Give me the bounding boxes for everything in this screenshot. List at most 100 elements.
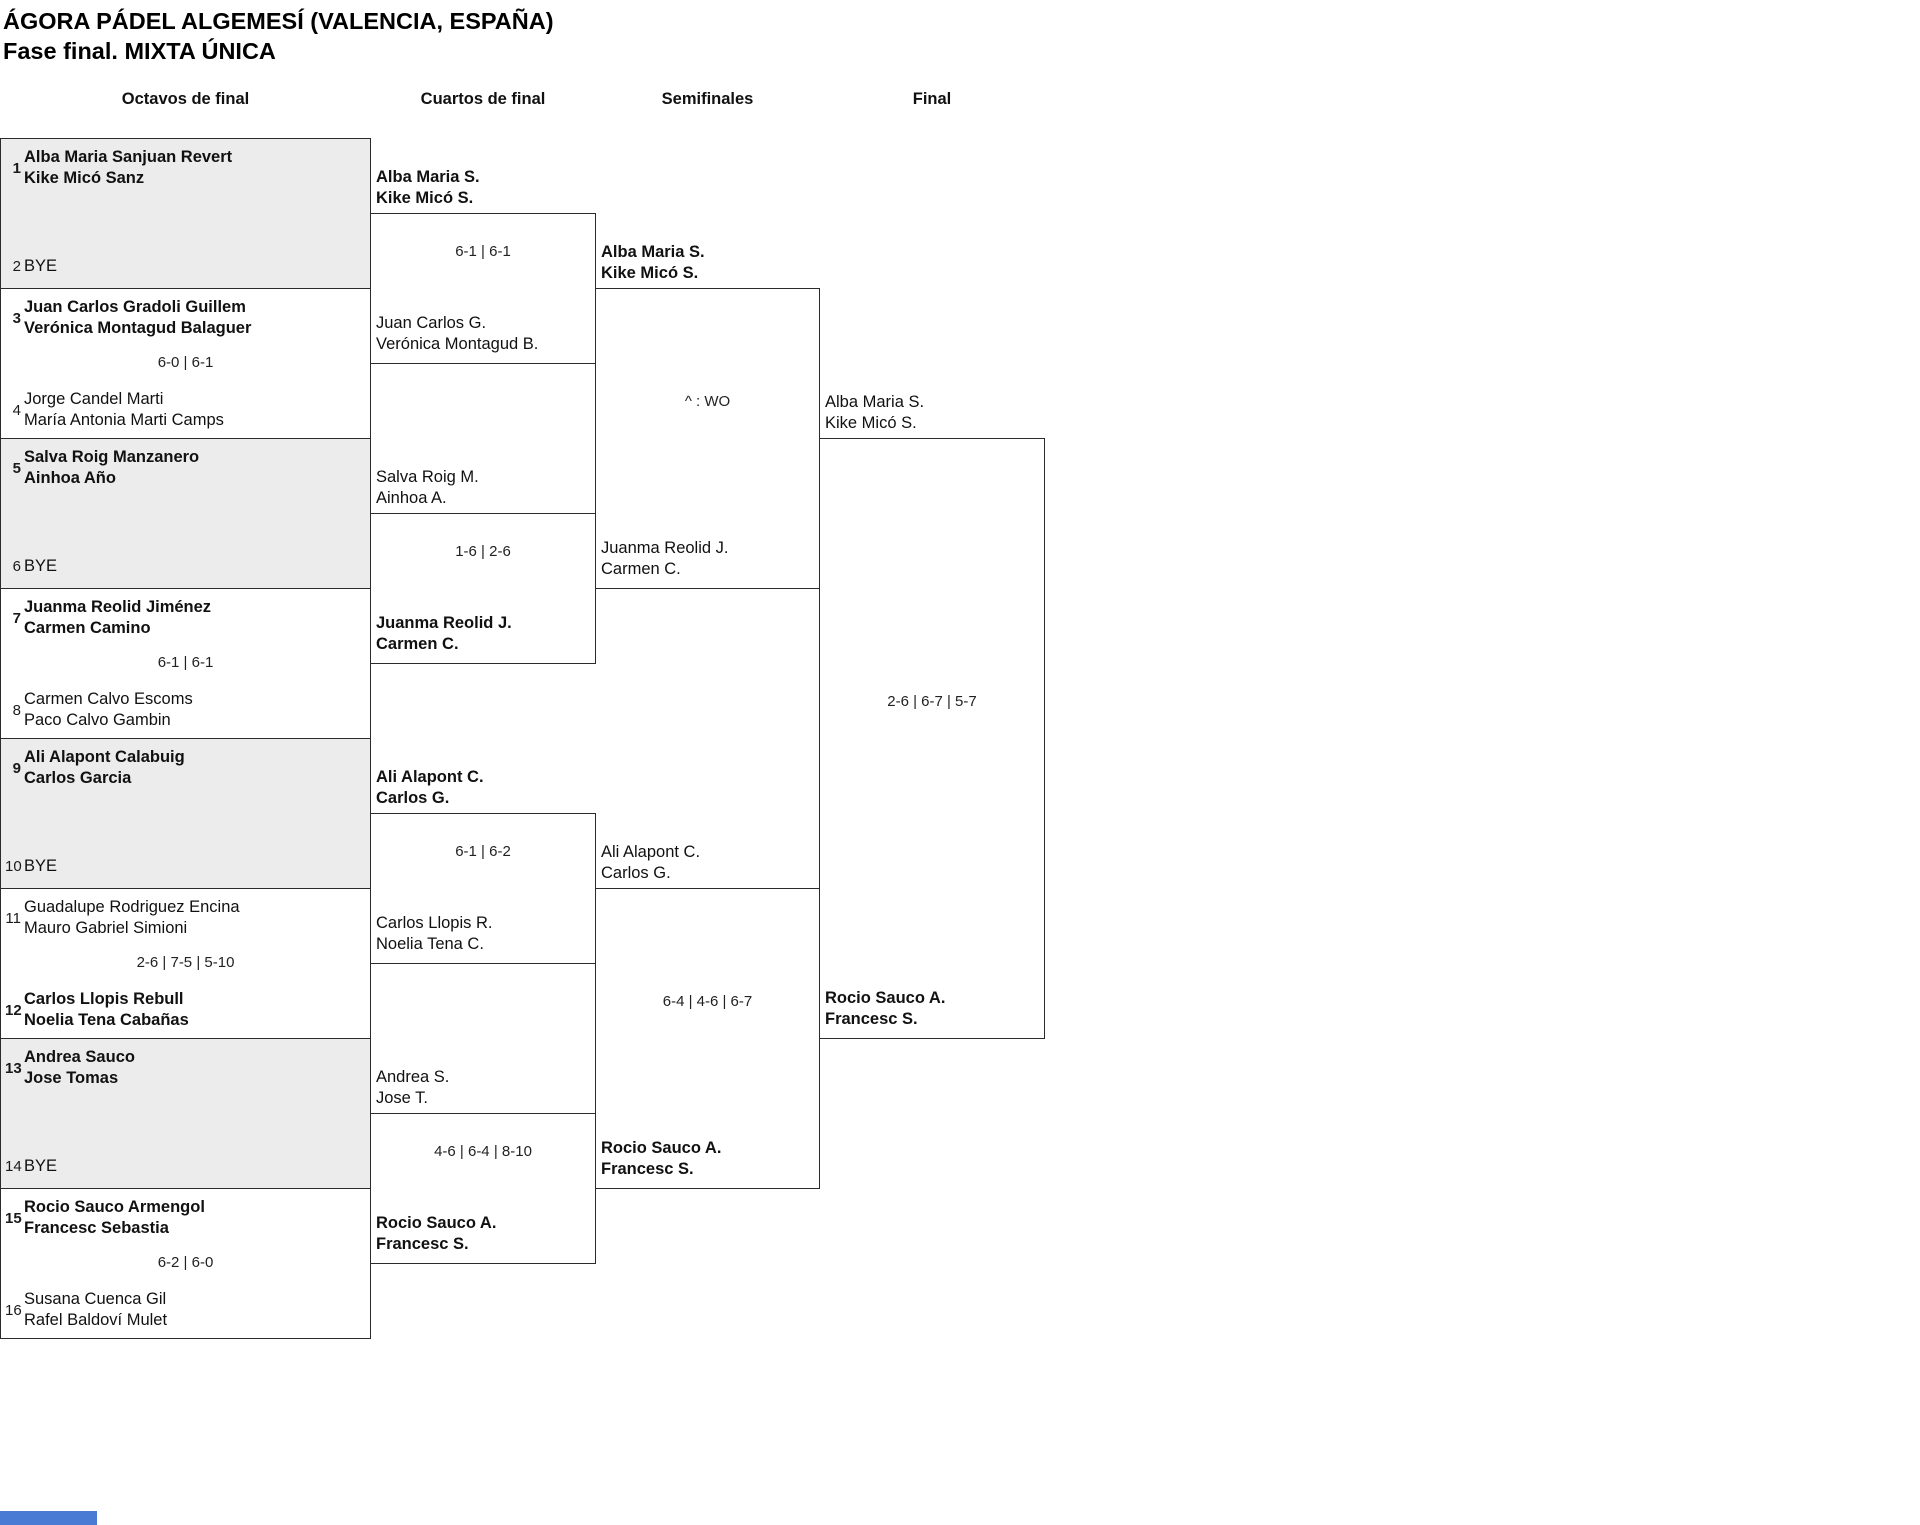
match-score: 1-6 | 2-6 — [455, 543, 511, 560]
advancing-team-label: Alba Maria S. Kike Micó S. — [601, 242, 705, 284]
seed-number: 8 — [12, 701, 21, 719]
team-name: Carlos Llopis Rebull — [24, 990, 184, 1008]
advancing-team-label: Ali Alapont C. Carlos G. — [376, 767, 484, 809]
team-name: Carlos Garcia — [24, 769, 132, 787]
match-score: 6-4 | 4-6 | 6-7 — [662, 993, 753, 1010]
team-name: Ainhoa A. — [376, 489, 447, 507]
team-name: Alba Maria S. — [376, 168, 480, 186]
team-name: Juan Carlos Gradoli Guillem — [24, 298, 246, 316]
bracket-entry: 6 BYE — [1, 556, 57, 577]
team-name: Carlos Llopis R. — [376, 914, 493, 932]
seed-number: 10 — [5, 858, 22, 875]
team-name: Juan Carlos G. — [376, 314, 487, 332]
bracket-entry: 2 BYE — [1, 256, 57, 277]
team-name: Verónica Montagud B. — [376, 335, 539, 353]
advancing-team-label: Rocio Sauco A. Francesc S. — [376, 1213, 496, 1255]
team-name: Alba Maria S. — [601, 243, 705, 261]
advancing-team-label: Carlos Llopis R. Noelia Tena C. — [376, 913, 492, 955]
team-name: Ali Alapont Calabuig — [24, 748, 185, 766]
team-name: Verónica Montagud Balaguer — [24, 319, 252, 337]
team-name: Ali Alapont C. — [376, 768, 484, 786]
tournament-name: ÁGORA PÁDEL ALGEMESÍ (VALENCIA, ESPAÑA) — [3, 8, 554, 34]
bracket-entry: 14 BYE — [1, 1156, 57, 1177]
bye-label: BYE — [24, 1157, 58, 1175]
team-name: Ali Alapont C. — [601, 843, 701, 861]
phase-category: Fase final. MIXTA ÚNICA — [3, 37, 276, 64]
team-name: Francesc S. — [376, 1235, 469, 1253]
team-name: Noelia Tena C. — [376, 935, 484, 953]
page-title: ÁGORA PÁDEL ALGEMESÍ (VALENCIA, ESPAÑA) … — [3, 7, 554, 66]
match-score: 2-6 | 6-7 | 5-7 — [887, 693, 977, 710]
team-name: María Antonia Marti Camps — [24, 411, 224, 429]
team-name: Carmen C. — [376, 635, 459, 653]
seed-number: 6 — [12, 558, 21, 575]
seed-number: 2 — [12, 258, 21, 275]
seed-number: 12 — [5, 1001, 22, 1019]
match-score: 2-6 | 7-5 | 5-10 — [136, 954, 235, 971]
team-name: Paco Calvo Gambin — [24, 711, 171, 729]
seed-number: 9 — [12, 759, 21, 777]
advancing-team-label: Juan Carlos G. Verónica Montagud B. — [376, 313, 538, 355]
team-name: Francesc S. — [825, 1010, 918, 1028]
advancing-team-label: Rocio Sauco A.Francesc S. — [601, 1138, 721, 1180]
match-score: 6-1 | 6-1 — [455, 243, 511, 260]
team-name: Carmen Camino — [24, 619, 151, 637]
team-name: Francesc Sebastia — [24, 1219, 169, 1237]
seed-number: 11 — [5, 909, 21, 927]
team-name: Salva Roig Manzanero — [24, 448, 200, 466]
advancing-team-label: Ali Alapont C. Carlos G. — [601, 842, 700, 884]
team-name: Rocio Sauco A. — [376, 1214, 497, 1232]
final-match-box — [819, 438, 1045, 1039]
match-score: 6-1 | 6-2 — [455, 843, 511, 860]
seed-number: 1 — [12, 159, 21, 177]
team-name: Carlos G. — [601, 864, 671, 882]
team-name: Rocio Sauco Armengol — [24, 1198, 205, 1216]
match-score: ^ : WO — [684, 393, 731, 410]
advancing-team-label: Andrea S. Jose T. — [376, 1067, 449, 1109]
team-name: Jose T. — [376, 1089, 428, 1107]
horizontal-scrollbar-thumb[interactable] — [0, 1511, 97, 1525]
bye-label: BYE — [24, 257, 58, 275]
team-name: Francesc S. — [601, 1160, 694, 1178]
advancing-team-label: Juanma Reolid J.Carmen C. — [376, 613, 512, 655]
match-score: 6-0 | 6-1 — [157, 354, 214, 371]
team-name: Guadalupe Rodriguez Encina — [24, 898, 240, 916]
team-name: Rafel Baldoví Mulet — [24, 1311, 168, 1329]
team-name: Juanma Reolid Jiménez — [24, 598, 212, 616]
seed-number: 5 — [12, 459, 21, 477]
team-name: Jorge Candel Marti — [24, 390, 164, 408]
team-name: Mauro Gabriel Simioni — [24, 919, 188, 937]
match-score: 6-1 | 6-1 — [157, 654, 214, 671]
team-name: Kike Micó Sanz — [24, 169, 145, 187]
bye-label: BYE — [24, 857, 58, 875]
team-name: Carlos G. — [376, 789, 450, 807]
seed-number: 7 — [12, 609, 21, 627]
team-name: Andrea S. — [376, 1068, 450, 1086]
round-header-semifinales: Semifinales — [661, 90, 754, 108]
advancing-team-label: Alba Maria S.Kike Micó S. — [376, 167, 480, 209]
advancing-team-label: Alba Maria S.Kike Micó S. — [825, 392, 924, 434]
round-header-cuartos: Cuartos de final — [420, 90, 546, 108]
team-name: Kike Micó S. — [601, 264, 699, 282]
round-header-octavos: Octavos de final — [121, 90, 250, 108]
seed-number: 14 — [5, 1158, 22, 1175]
seed-number: 4 — [12, 401, 21, 419]
team-name: Alba Maria Sanjuan Revert — [24, 148, 233, 166]
advancing-team-label: Salva Roig M.Ainhoa A. — [376, 467, 479, 509]
team-name: Juanma Reolid J. — [601, 539, 729, 557]
